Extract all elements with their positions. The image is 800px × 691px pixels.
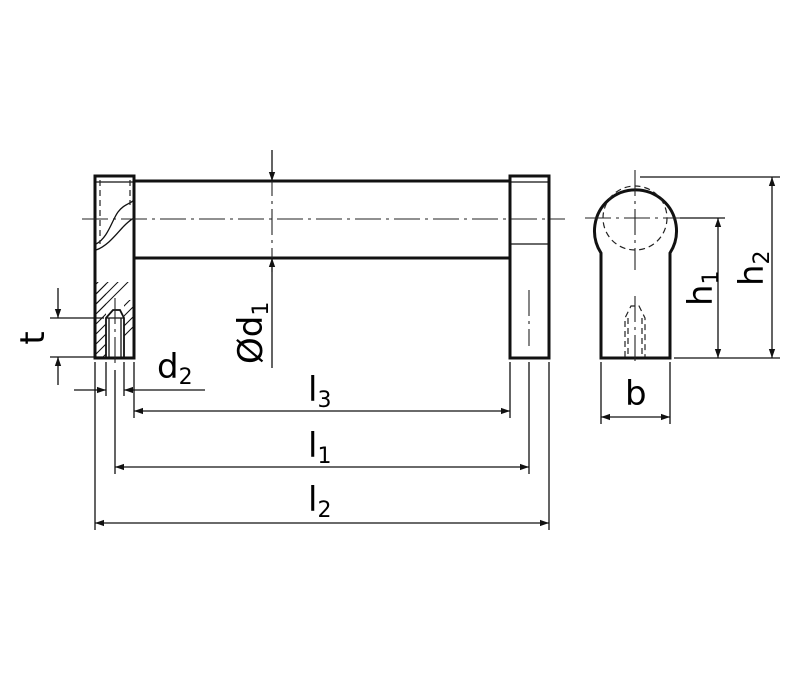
- label-h1: h1: [681, 270, 724, 306]
- label-t: t: [13, 331, 53, 344]
- right-leg: [508, 174, 551, 360]
- label-h2: h2: [732, 250, 775, 286]
- threaded-hole: [105, 309, 125, 357]
- label-d1: Ød1: [231, 302, 274, 364]
- side-view: [585, 170, 688, 366]
- label-l2: l2: [308, 480, 331, 523]
- left-leg-break-line-2: [95, 217, 135, 251]
- label-d2: d2: [157, 347, 193, 390]
- front-view: [82, 170, 565, 365]
- dimensions: [50, 150, 780, 530]
- label-l1: l1: [308, 426, 331, 469]
- labels: t d2 Ød1 l3 l1 l2 h1 h2 b: [13, 250, 775, 523]
- label-b: b: [625, 374, 647, 414]
- side-view-hidden-hole: [624, 305, 646, 357]
- label-l3: l3: [308, 370, 331, 413]
- side-view-outline: [593, 188, 678, 360]
